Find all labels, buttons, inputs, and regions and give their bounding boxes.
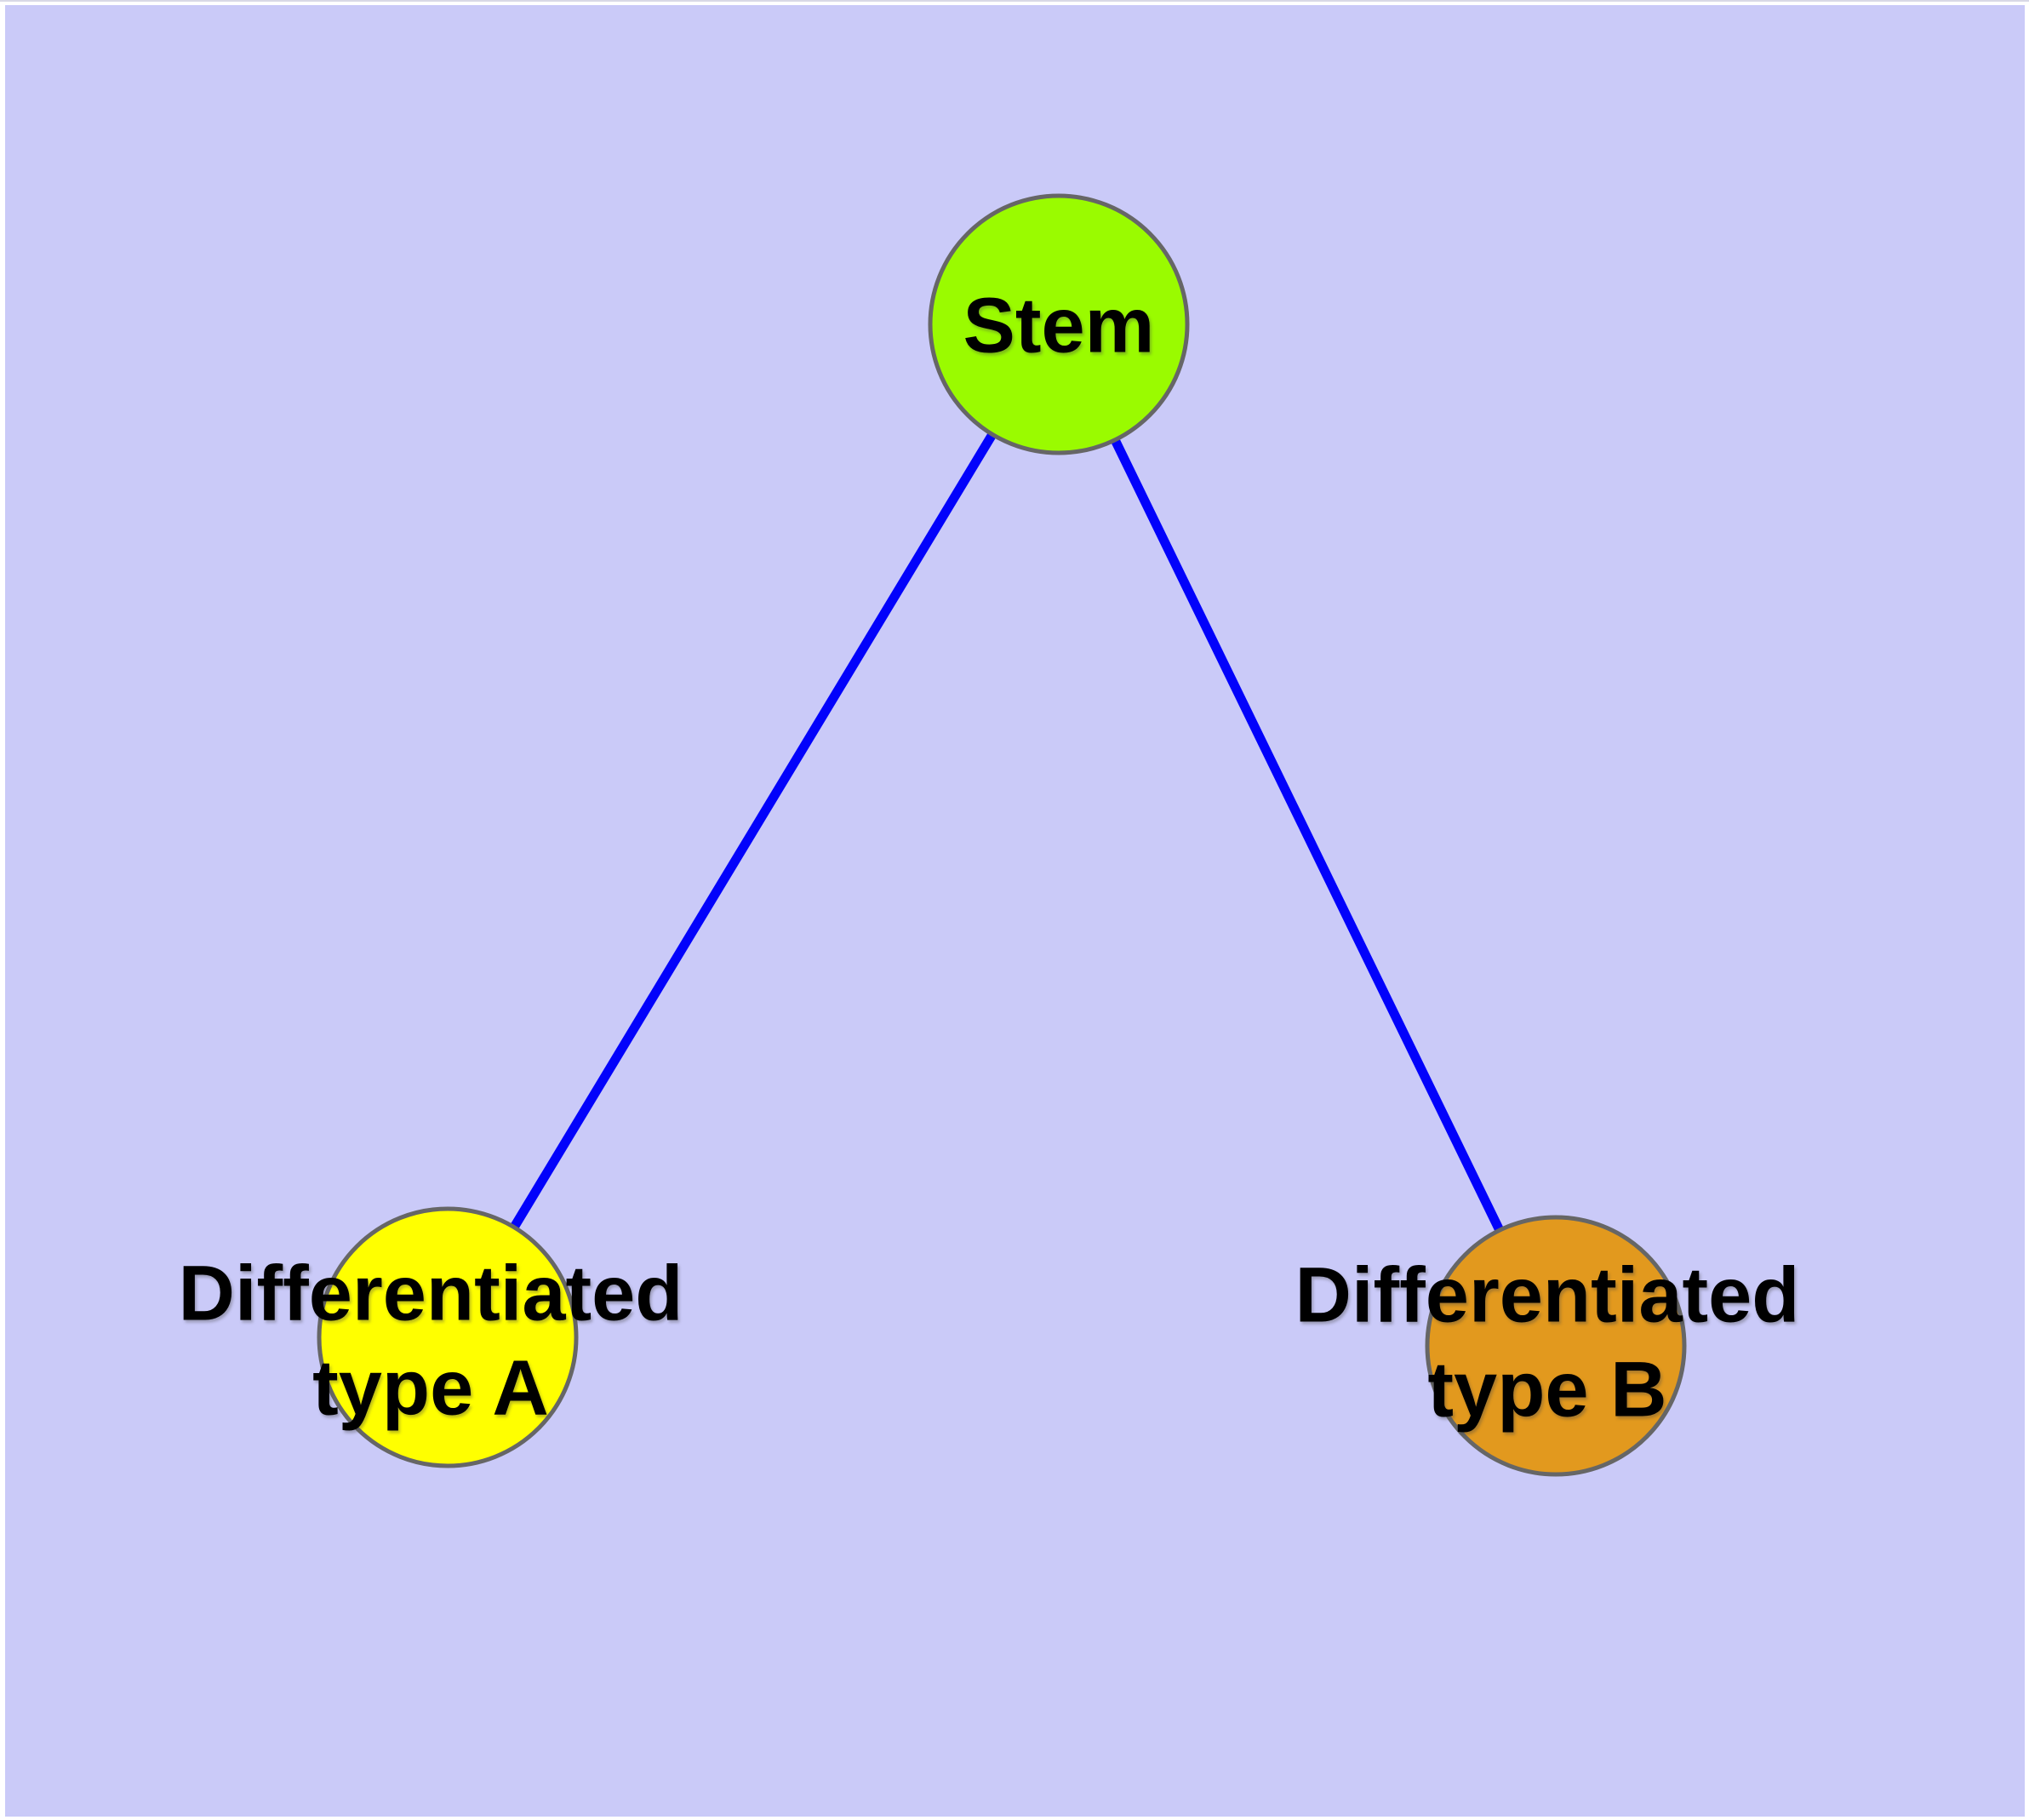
- node-differentiated-type-b: [1425, 1215, 1687, 1477]
- edge-stem-to-type-a: [443, 319, 1064, 1342]
- top-hairline: [0, 0, 2029, 2]
- edge-stem-to-type-b: [1054, 319, 1561, 1351]
- node-differentiated-type-a: [317, 1206, 579, 1468]
- node-stem: [928, 193, 1190, 455]
- diagram-canvas: Stem Differentiated type A Differentiate…: [5, 5, 2025, 1817]
- graph-svg: [317, 193, 1687, 1477]
